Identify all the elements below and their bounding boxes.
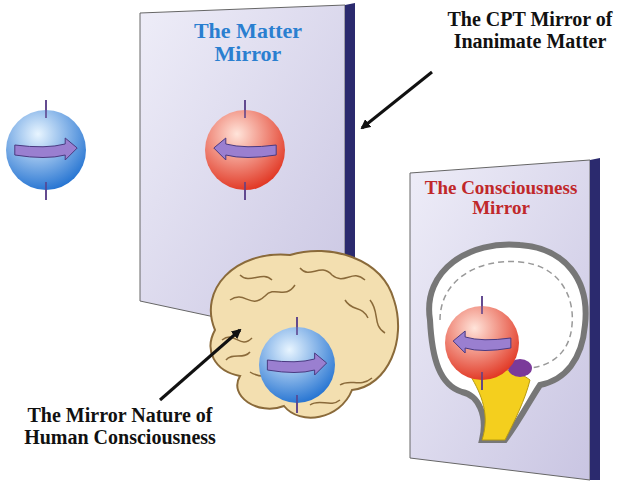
mirror-title: The Consciousness Mirror	[412, 178, 590, 218]
callout-label: The Mirror Nature of Human Consciousness	[2, 404, 238, 448]
leader-arrow	[362, 72, 432, 128]
consciousness-mirror-sphere	[445, 296, 519, 390]
callout-label: The CPT Mirror of Inanimate Matter	[425, 8, 635, 52]
consciousness-sphere	[259, 317, 335, 413]
brain-illustration	[211, 251, 399, 418]
mirror-particle-sphere	[205, 100, 285, 200]
leader-arrow	[160, 330, 240, 400]
particle-sphere	[6, 100, 86, 200]
mirror-title: The Matter Mirror	[176, 19, 320, 65]
sagittal-brain	[429, 244, 586, 440]
